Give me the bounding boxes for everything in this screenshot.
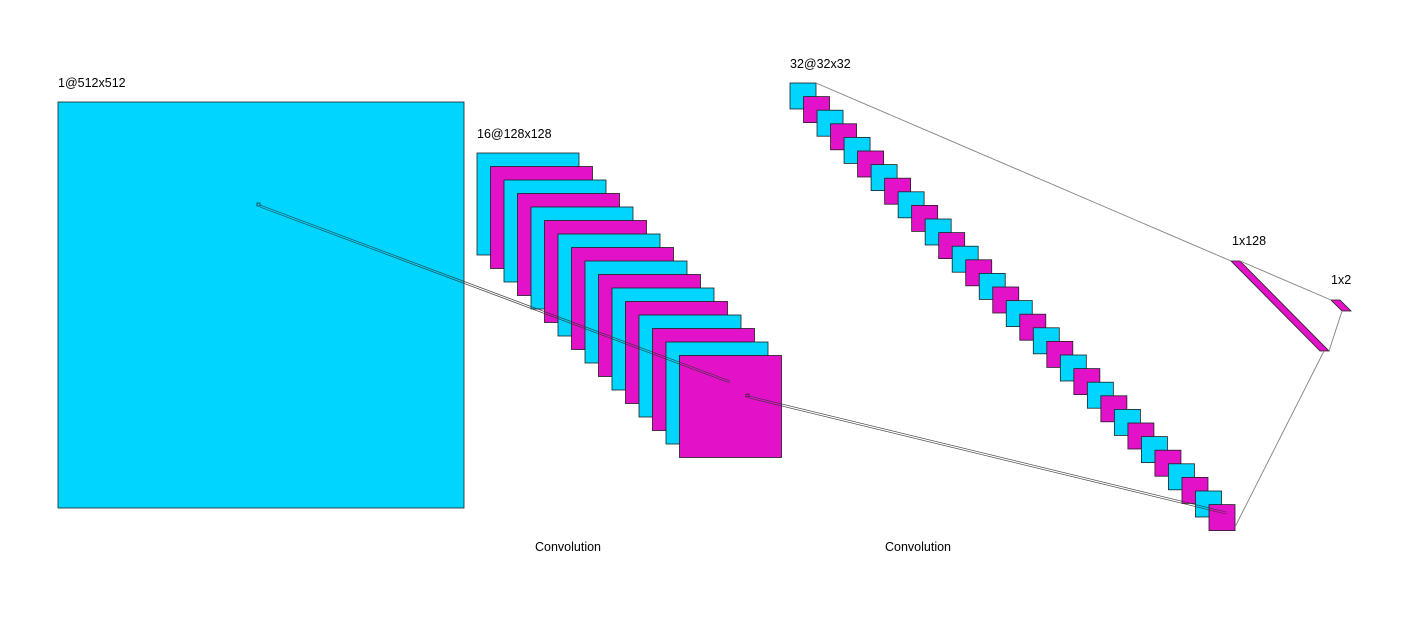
connector-line xyxy=(1328,310,1343,352)
fc1-layer-label: 1x128 xyxy=(1232,234,1266,248)
output-vector xyxy=(1330,299,1352,312)
input-feature-map xyxy=(57,101,465,509)
conv2-feature-map xyxy=(1046,340,1074,368)
operation-label-1: Convolution xyxy=(535,540,601,554)
conv2-feature-map xyxy=(965,259,993,287)
input-kernel-window xyxy=(256,202,261,207)
connector-line xyxy=(1234,350,1325,528)
connector-line xyxy=(259,206,731,384)
connector-line xyxy=(815,82,1232,262)
input-layer-label: 1@512x512 xyxy=(58,76,126,90)
conv1-kernel-window xyxy=(745,393,750,398)
connector-lines xyxy=(259,82,1343,528)
connector-line xyxy=(748,397,1227,515)
conv2-layer-label: 32@32x32 xyxy=(790,57,851,71)
connector-line xyxy=(1239,260,1332,301)
conv1-feature-map xyxy=(679,355,782,458)
operation-label-2: Convolution xyxy=(885,540,951,554)
conv2-feature-map xyxy=(1208,504,1236,532)
conv2-layer xyxy=(789,82,1236,532)
conv1-layer-label: 16@128x128 xyxy=(477,127,552,141)
conv2-feature-map xyxy=(830,123,857,151)
connector-line xyxy=(748,395,1227,513)
connector-line xyxy=(259,204,731,382)
fc1-vector xyxy=(1230,260,1330,352)
output-layer-label: 1x2 xyxy=(1331,273,1351,287)
input-layer xyxy=(57,101,465,509)
